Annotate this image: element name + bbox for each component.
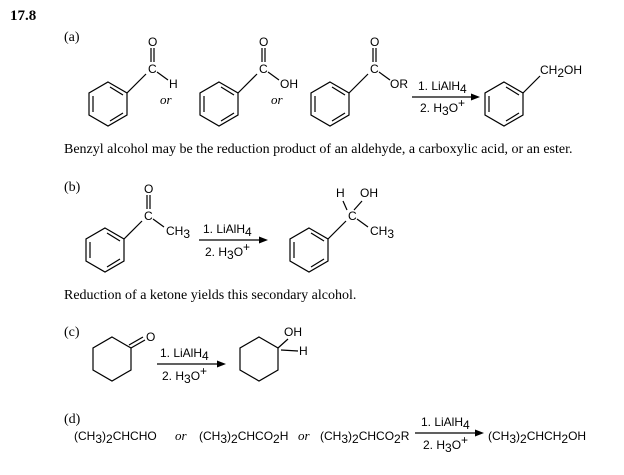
reagent-d-line1: 1. LiAlH4: [421, 415, 470, 432]
reagent-b-line2: 2. H3O+: [205, 240, 250, 262]
atom-c-b1: C: [144, 209, 153, 223]
cyclohexane-ring-c-product: [239, 336, 299, 382]
atom-c-a2: C: [259, 62, 268, 76]
atom-c-b-product: C: [348, 209, 357, 223]
atom-ch3-b-product: CH3: [370, 224, 394, 241]
or-text-a1: or: [160, 92, 173, 107]
problem-number: 17.8: [10, 8, 37, 24]
atom-ch2oh-a-product: CH2OH: [540, 63, 582, 80]
atom-c-a1: C: [148, 62, 157, 76]
atom-o-b1: O: [144, 182, 153, 196]
arrow-head-d: [475, 429, 484, 437]
atom-oh-c-product: OH: [284, 325, 302, 339]
part-b-caption: Reduction of a ketone yields this second…: [64, 288, 357, 303]
part-c-label: (c): [64, 325, 80, 340]
formula-d-ester: (CH3)2CHCO2R: [320, 429, 410, 446]
atom-ch3-b1: CH3: [166, 224, 190, 241]
benzene-ring-b1: [85, 195, 165, 273]
arrow-head-a: [471, 93, 480, 101]
part-a-label: (a): [64, 30, 80, 45]
atom-h-a1: H: [169, 77, 178, 91]
reagent-c-line2: 2. H3O+: [162, 364, 207, 386]
benzene-ring-a-product: [484, 75, 541, 127]
part-b-label: (b): [64, 180, 81, 195]
atom-or-a3: OR: [390, 77, 408, 91]
atom-h-b-product: H: [336, 186, 345, 200]
atom-oh-b-product: OH: [360, 186, 378, 200]
formula-d-aldehyde: (CH3)2CHCHO: [74, 429, 157, 446]
atom-o-a3: O: [370, 35, 379, 49]
atom-o-a1: O: [148, 35, 157, 49]
part-d-label: (d): [64, 412, 81, 427]
part-a-caption: Benzyl alcohol may be the reduction prod…: [64, 142, 573, 157]
benzene-ring-a2: [199, 48, 280, 127]
arrow-head-b: [259, 236, 268, 244]
atom-oh-a2: OH: [280, 77, 298, 91]
formula-d-acid: (CH3)2CHCO2H: [199, 429, 288, 446]
atom-c-a3: C: [370, 62, 379, 76]
cyclohexane-ring-c1: [92, 336, 146, 382]
arrow-head-c: [217, 360, 226, 368]
reagent-c-line1: 1. LiAlH4: [160, 346, 209, 363]
benzene-ring-a1: [88, 48, 169, 127]
or-text-d2: or: [298, 428, 311, 443]
formula-d-product: (CH3)2CHCH2OH: [488, 429, 586, 446]
atom-h-c-product: H: [299, 344, 308, 358]
reagent-b-line1: 1. LiAlH4: [203, 222, 252, 239]
reagent-a-line2: 2. H3O+: [420, 96, 465, 118]
reagent-a-line1: 1. LiAlH4: [418, 79, 467, 96]
atom-o-a2: O: [259, 35, 268, 49]
or-text-d1: or: [175, 428, 188, 443]
reagent-d-line2: 2. H3O+: [423, 433, 468, 455]
benzene-ring-b-product: [289, 200, 369, 273]
benzene-ring-a3: [310, 48, 391, 127]
or-text-a2: or: [271, 92, 284, 107]
atom-o-c1: O: [146, 330, 155, 344]
